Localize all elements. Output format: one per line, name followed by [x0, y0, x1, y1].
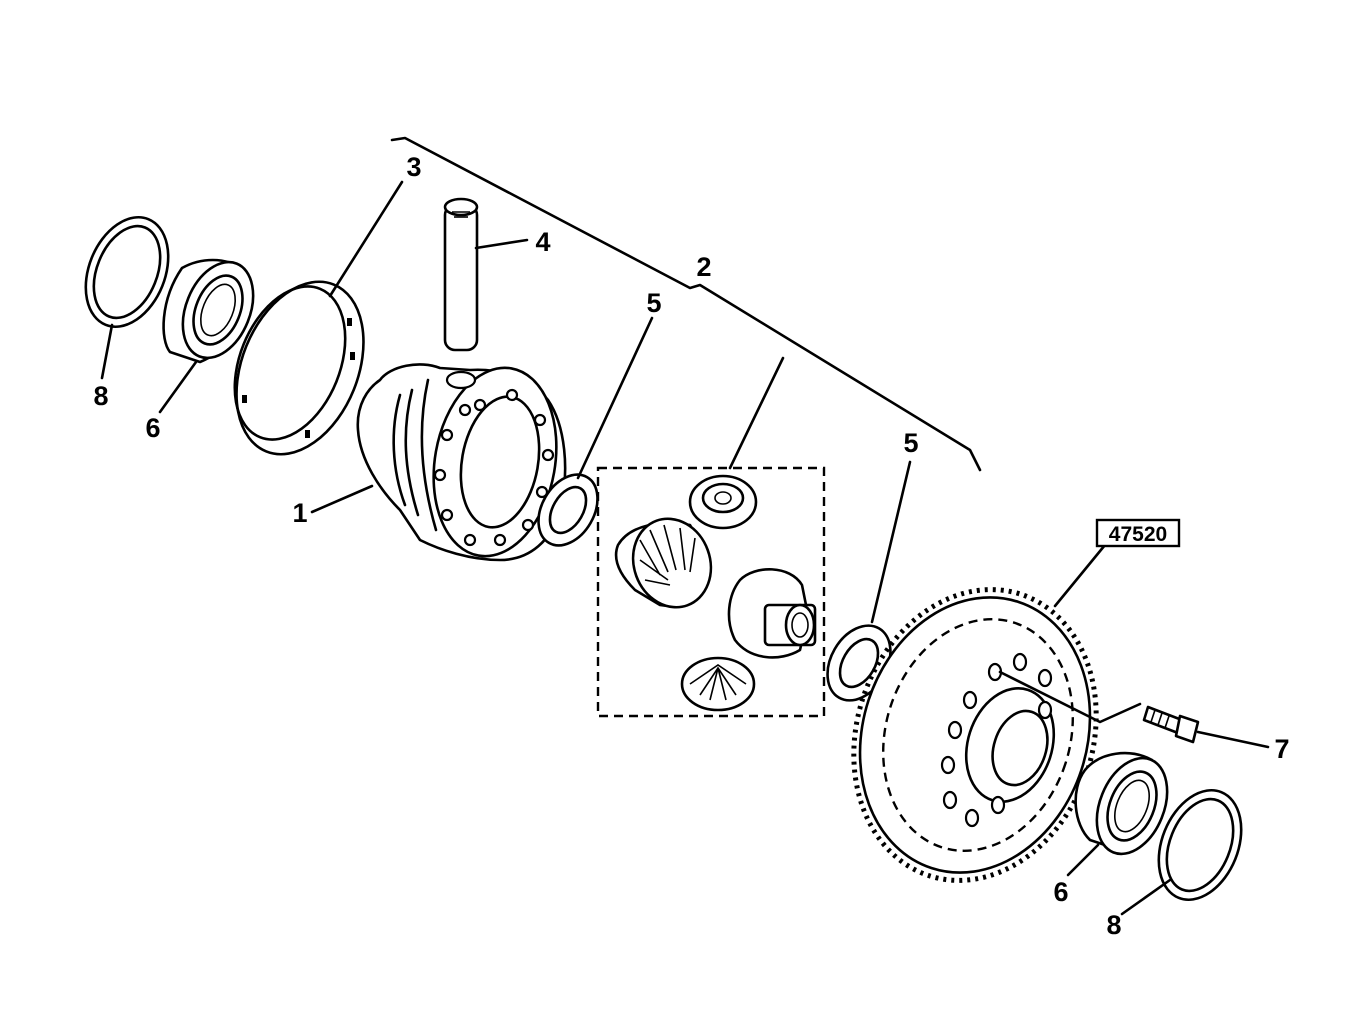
pinion-gear-bottom: [680, 656, 756, 712]
callout-bearing-cup-ring: 3: [406, 152, 421, 182]
reference-code-box: 47520: [1095, 518, 1181, 548]
side-gear-right: [727, 568, 817, 659]
side-gear-left: [614, 517, 713, 609]
callout-case: 1: [292, 498, 307, 528]
reference-code: 47520: [1109, 523, 1167, 546]
differential-case: [356, 363, 567, 562]
callout-assembly: 2: [696, 252, 711, 282]
leader-lines: [100, 136, 1270, 916]
callout-thrust-washer-left: 5: [646, 288, 661, 318]
callout-bearing-right: 6: [1053, 877, 1068, 907]
callout-snap-ring-left: 8: [93, 381, 108, 411]
pinion-gear-top: [688, 474, 758, 530]
callout-pinion-shaft: 4: [535, 227, 550, 257]
bearing-right: [1074, 751, 1169, 856]
thrust-washer-left: [537, 473, 599, 547]
callout-bearing-left: 6: [145, 413, 160, 443]
callout-labels: 1 2 3 4 5 5 6 6 7 8 8: [93, 152, 1289, 940]
snap-ring-left: [84, 215, 170, 329]
bolt: [1142, 705, 1200, 744]
callout-thrust-washer-right: 5: [903, 428, 918, 458]
bearing-cup-ring: [233, 280, 365, 456]
snap-ring-right: [1157, 788, 1243, 902]
bearing-left: [162, 258, 255, 364]
callout-bolt: 7: [1274, 734, 1289, 764]
pinion-shaft: [443, 197, 479, 352]
callout-snap-ring-right: 8: [1106, 910, 1121, 940]
gear-kit: [596, 466, 826, 718]
